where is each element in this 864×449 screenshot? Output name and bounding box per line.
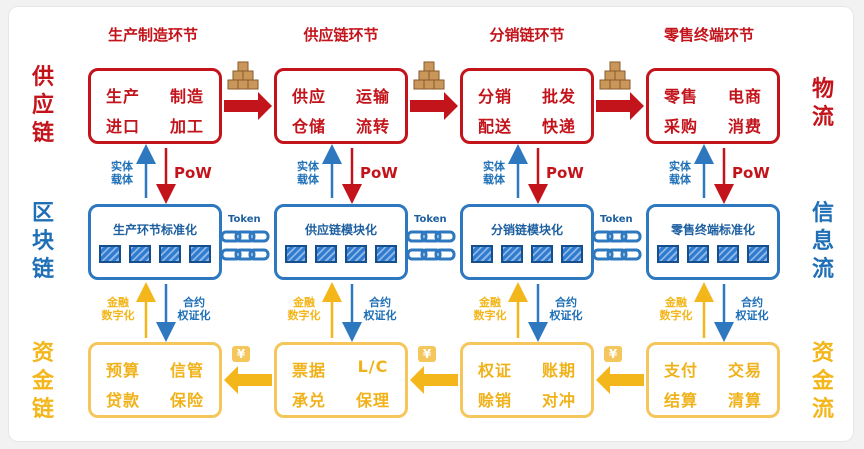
block-icon [345, 245, 367, 263]
pow-label: PoW [732, 164, 770, 182]
block-icon [285, 245, 307, 263]
yen-icon: ¥ [418, 346, 436, 362]
contract-rights-arrows [156, 284, 734, 342]
stage-supply-chain: 供应链环节 [303, 26, 379, 44]
block-icon [687, 245, 709, 263]
finance-digital-label: 金融数字化 [659, 296, 693, 322]
contract-rights-label: 合约权证化 [363, 296, 397, 322]
entity-carrier-label: 实体载体 [483, 160, 505, 186]
chain-link-icon [220, 230, 642, 261]
stage-manufacturing: 生产制造环节 [107, 26, 198, 44]
label-fund-chain: 资金链 [31, 341, 54, 422]
chain-box-manufacturing: 生产环节标准化 [88, 204, 222, 280]
fund-box-distribution: 权证账期赊销对冲 [460, 342, 594, 418]
yen-icon: ¥ [232, 346, 250, 362]
block-icon [717, 245, 739, 263]
supply-box-supply-chain: 供应运输仓储流转 [274, 68, 408, 144]
supply-box-manufacturing: 生产制造进口加工 [88, 68, 222, 144]
supply-box-distribution: 分销批发配送快递 [460, 68, 594, 144]
finance-digital-label: 金融数字化 [473, 296, 507, 322]
block-icon [189, 245, 211, 263]
pow-label: PoW [546, 164, 584, 182]
block-icon [657, 245, 679, 263]
entity-carrier-label: 实体载体 [297, 160, 319, 186]
block-icon [501, 245, 523, 263]
block-icon [531, 245, 553, 263]
token-label: Token [600, 214, 633, 225]
supply-flow-arrows [224, 92, 644, 120]
supply-box-retail: 零售电商采购消费 [646, 68, 780, 144]
label-blockchain: 区块链 [31, 201, 54, 282]
block-icon [99, 245, 121, 263]
chain-box-distribution: 分销链模块化 [460, 204, 594, 280]
fund-flow-arrows [224, 366, 644, 394]
stage-retail: 零售终端环节 [663, 26, 754, 44]
fund-box-retail: 支付交易结算清算 [646, 342, 780, 418]
stage-distribution: 分销链环节 [489, 26, 565, 44]
block-icon [561, 245, 583, 263]
block-icon [159, 245, 181, 263]
block-icon [747, 245, 769, 263]
fund-box-manufacturing: 预算信管贷款保险 [88, 342, 222, 418]
pow-arrows [156, 148, 734, 204]
finance-digital-arrows [136, 282, 714, 338]
block-icon [315, 245, 337, 263]
pow-label: PoW [360, 164, 398, 182]
entity-carrier-arrows [136, 144, 714, 198]
entity-carrier-label: 实体载体 [111, 160, 133, 186]
chain-box-retail: 零售终端标准化 [646, 204, 780, 280]
contract-rights-label: 合约权证化 [735, 296, 769, 322]
block-icon [129, 245, 151, 263]
label-capital-flow: 资金流 [811, 341, 834, 422]
contract-rights-label: 合约权证化 [549, 296, 583, 322]
contract-rights-label: 合约权证化 [177, 296, 211, 322]
entity-carrier-label: 实体载体 [669, 160, 691, 186]
block-icon [471, 245, 493, 263]
label-information-flow: 信息流 [811, 201, 834, 282]
yen-icon: ¥ [604, 346, 622, 362]
pow-label: PoW [174, 164, 212, 182]
label-logistics-flow: 物流 [811, 77, 834, 130]
label-supply-chain: 供应链 [31, 65, 54, 146]
token-label: Token [414, 214, 447, 225]
finance-digital-label: 金融数字化 [287, 296, 321, 322]
cubes-icon [227, 61, 631, 90]
chain-box-supply-chain: 供应链模块化 [274, 204, 408, 280]
block-icon [375, 245, 397, 263]
finance-digital-label: 金融数字化 [101, 296, 135, 322]
token-label: Token [228, 214, 261, 225]
